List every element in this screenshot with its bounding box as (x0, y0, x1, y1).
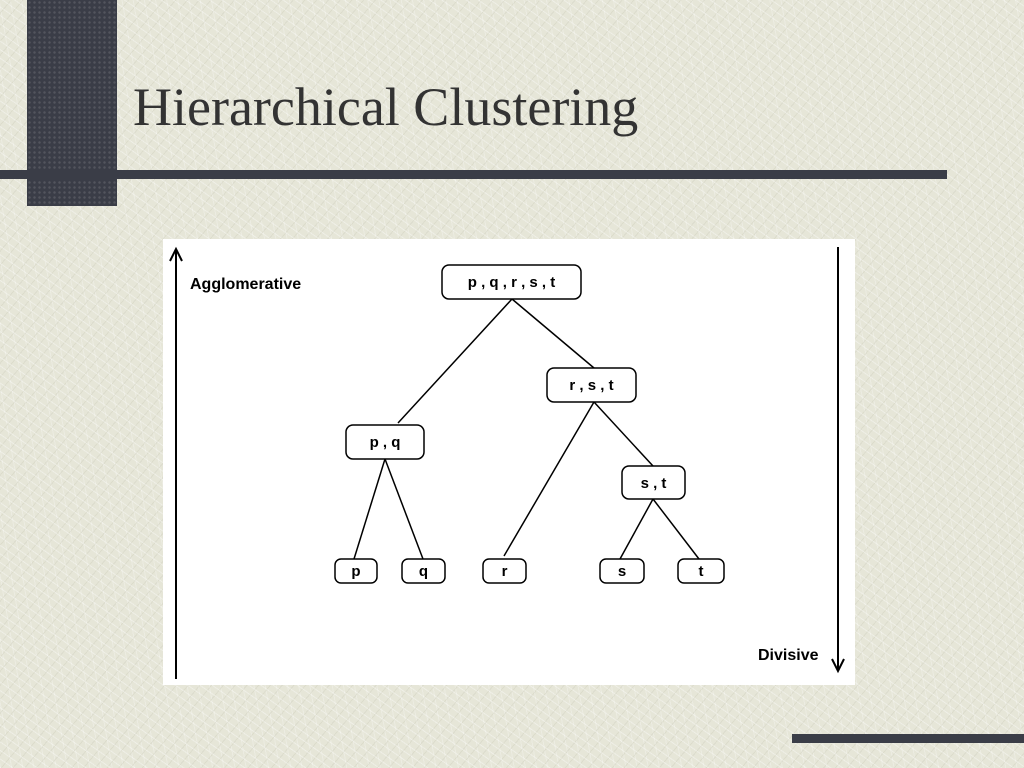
dendrogram-svg: Agglomerative Divisive p , q , r , s , t… (169, 246, 845, 679)
node-t: t (677, 558, 725, 584)
node-r: r (482, 558, 527, 584)
node-p-label: p (351, 563, 360, 580)
node-st: s , t (621, 465, 686, 500)
node-pq-label: p , q (370, 434, 401, 451)
edge-rst-r (503, 401, 595, 557)
edge-root-pq (397, 298, 513, 424)
node-root-label: p , q , r , s , t (468, 274, 556, 291)
edge-root-rst (511, 298, 595, 369)
edge-pq-q (384, 458, 424, 560)
divisive-arrow (831, 247, 845, 674)
agglomerative-arrow (169, 246, 183, 679)
node-q: q (401, 558, 446, 584)
node-root: p , q , r , s , t (441, 264, 582, 300)
node-s: s (599, 558, 645, 584)
node-p: p (334, 558, 378, 584)
node-rst: r , s , t (546, 367, 637, 403)
agglomerative-label: Agglomerative (190, 276, 301, 293)
node-pq: p , q (345, 424, 425, 460)
node-rst-label: r , s , t (569, 377, 613, 394)
slide-title: Hierarchical Clustering (133, 77, 639, 137)
edge-st-s (619, 498, 654, 560)
bottom-rule (792, 734, 1024, 743)
node-r-label: r (502, 563, 508, 580)
divisive-label: Divisive (758, 647, 819, 664)
tree-edges (353, 298, 700, 560)
dendrogram-figure: Agglomerative Divisive p , q , r , s , t… (163, 239, 855, 685)
edge-pq-p (353, 458, 386, 560)
node-s-label: s (618, 563, 626, 580)
node-q-label: q (419, 563, 428, 580)
node-t-label: t (699, 563, 704, 580)
node-st-label: s , t (641, 475, 667, 492)
edge-rst-st (593, 401, 654, 467)
edge-st-t (652, 498, 700, 560)
title-rule (0, 170, 947, 179)
